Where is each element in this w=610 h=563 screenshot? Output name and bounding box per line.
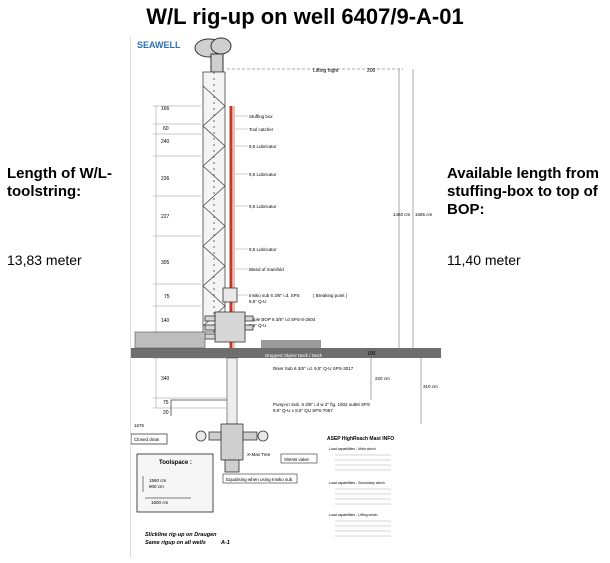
label-insiko-qu: 9,5" Q-U [249, 299, 266, 304]
dim-310: 310 cm [423, 384, 438, 389]
label-bop-qu: 9,5" Q-U [249, 323, 266, 328]
height-lub-2: 236 [161, 176, 170, 182]
xmas-tree [195, 423, 269, 473]
lifting-height-label: Lifting hight [313, 68, 339, 74]
toolspace-box: Toolspace : 1560 cm 900 cm 1600 cm [136, 453, 214, 513]
info-title: ASEP HighReach Mast INFO [327, 436, 394, 442]
label-lubricator-2: 9,5 Lubricator [249, 172, 277, 177]
deck-label: Dropped Object Deck / Deck [265, 353, 323, 358]
toolstring-length-value: 13,83 meter [7, 252, 82, 268]
height-lub-4: 305 [161, 260, 170, 266]
label-lubricator-3: 9,5 Lubricator [249, 204, 277, 209]
seawell-logo: SEAWELL [137, 40, 181, 50]
rig-up-diagram: SEAWELL Lifting hight 200 166 60 240 236… [130, 37, 441, 546]
height-lub-1: 240 [161, 139, 170, 145]
label-equalising: Equalising when using Insiko sub [226, 477, 293, 482]
label-insiko-sub: Insiko sub 6 3/8" i.d. SPS [249, 293, 300, 298]
caption-line-3: A-1 [220, 540, 230, 546]
riser-sub [226, 357, 238, 425]
height-stuffing-box: 166 [161, 106, 170, 112]
label-pump-in-1: Pump-in Sub. 6 3/8" i.d w 2" fig. 1502 o… [273, 402, 370, 407]
triple-bop [204, 287, 254, 343]
height-bop: 140 [161, 318, 170, 324]
height-lub-3: 227 [161, 214, 170, 220]
label-lubricator-4: 9,5 Lubricator [249, 247, 277, 252]
toolspace-v2: 900 cm [149, 484, 164, 489]
caption-line-2: Same rigup on all wells [145, 540, 206, 546]
height-lower: 20 [163, 410, 169, 416]
label-breaking-point: ( Breaking point ) [313, 293, 348, 298]
dim-220: 220 cm [375, 376, 390, 381]
dim-1460: 1460 cm [393, 212, 411, 217]
label-swab-valve: SWAB valve [284, 457, 309, 462]
crane-hook-icon [194, 37, 232, 73]
height-riser: 340 [161, 376, 170, 382]
toolspace-v3: 1600 cm [151, 500, 169, 505]
pump-in-line [170, 399, 227, 416]
label-bleed-manifold: Bleed of manifold [249, 267, 284, 272]
info-line-3: Load capabilities - Lifting winch [329, 513, 377, 517]
available-length-value: 11,40 meter [447, 252, 521, 268]
label-closed-drain: Closed drain [134, 437, 160, 442]
label-xmas-tree: X-Mas Tree [247, 452, 271, 457]
label-riser-sub: Riser Sub 6 3/8" i.d. 9,5" Q-U SPS-3017 [273, 366, 354, 371]
height-tool-catcher: 60 [163, 126, 169, 132]
deck-value: 100 [367, 351, 376, 357]
dim-1665: 1665 cm [415, 212, 433, 217]
mast-lattice [202, 71, 226, 333]
info-line-1: Load capabilities - Main winch [329, 447, 376, 451]
toolspace-title: Toolspace : [159, 460, 192, 466]
available-length-heading: Available length from stuffing-box to to… [447, 165, 599, 218]
page-title: W/L rig-up on well 6407/9-A-01 [146, 4, 464, 29]
deck [131, 331, 441, 358]
label-tool-catcher: Tool catcher [249, 127, 274, 132]
toolspace-v1: 1560 cm [149, 478, 167, 483]
toolstring-length-heading: Length of W/L-toolstring: [7, 165, 112, 200]
label-lubricator-1: 9,5 Lubricator [249, 144, 277, 149]
lifting-height-value: 200 [367, 68, 376, 74]
label-pump-in-2: 9,5" Q-U x 9,5" QU SPS-7057 [273, 408, 333, 413]
height-intake: 75 [164, 294, 170, 300]
label-stuffing-box: Stuffing box [249, 114, 273, 119]
rig-up-drawing: SEAWELL Lifting hight 200 166 60 240 236… [130, 36, 441, 558]
asep-info-panel: ASEP HighReach Mast INFO Load capabiliti… [327, 436, 394, 537]
info-line-2: Load capabilities - Secondary winch [329, 481, 385, 485]
val-1675: 1675 [134, 423, 145, 428]
label-triple-bop: Triple BOP 6 3/8" i.d SPS-8-2504 [249, 317, 316, 322]
height-pumpin: 75 [163, 400, 169, 406]
caption-line-1: Slickline rig-up on Draugen [145, 532, 217, 538]
